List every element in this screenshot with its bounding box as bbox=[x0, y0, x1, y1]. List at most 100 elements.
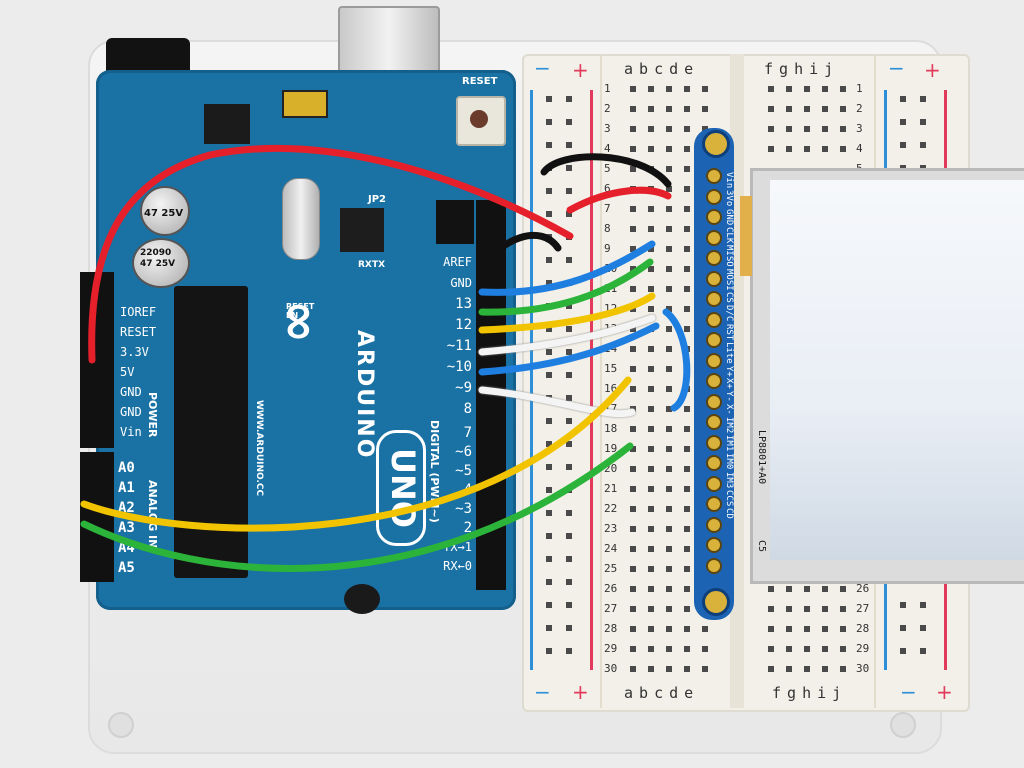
breadboard-hole[interactable] bbox=[920, 96, 926, 102]
breadboard-hole[interactable] bbox=[666, 426, 672, 432]
breadboard-hole[interactable] bbox=[684, 266, 690, 272]
breadboard-hole[interactable] bbox=[546, 96, 552, 102]
breadboard-hole[interactable] bbox=[648, 626, 654, 632]
breadboard-hole[interactable] bbox=[546, 510, 552, 516]
breadboard-hole[interactable] bbox=[804, 126, 810, 132]
breadboard-hole[interactable] bbox=[666, 146, 672, 152]
breadboard-hole[interactable] bbox=[546, 464, 552, 470]
breadboard-hole[interactable] bbox=[840, 626, 846, 632]
breadboard-hole[interactable] bbox=[684, 626, 690, 632]
tft-pin[interactable] bbox=[706, 414, 722, 430]
breadboard-hole[interactable] bbox=[630, 666, 636, 672]
tft-pin[interactable] bbox=[706, 455, 722, 471]
breadboard-hole[interactable] bbox=[648, 646, 654, 652]
breadboard-hole[interactable] bbox=[666, 166, 672, 172]
tft-pin[interactable] bbox=[706, 291, 722, 307]
tft-pin[interactable] bbox=[706, 373, 722, 389]
breadboard-hole[interactable] bbox=[900, 602, 906, 608]
breadboard-hole[interactable] bbox=[786, 606, 792, 612]
breadboard-hole[interactable] bbox=[900, 119, 906, 125]
breadboard-hole[interactable] bbox=[900, 96, 906, 102]
breadboard-hole[interactable] bbox=[684, 326, 690, 332]
breadboard-hole[interactable] bbox=[630, 346, 636, 352]
tft-pin[interactable] bbox=[706, 332, 722, 348]
breadboard-hole[interactable] bbox=[684, 306, 690, 312]
breadboard-hole[interactable] bbox=[684, 226, 690, 232]
breadboard-hole[interactable] bbox=[630, 426, 636, 432]
breadboard-hole[interactable] bbox=[666, 346, 672, 352]
breadboard-hole[interactable] bbox=[648, 586, 654, 592]
breadboard-hole[interactable] bbox=[786, 666, 792, 672]
breadboard-hole[interactable] bbox=[666, 666, 672, 672]
breadboard-hole[interactable] bbox=[822, 666, 828, 672]
breadboard-hole[interactable] bbox=[804, 586, 810, 592]
breadboard-hole[interactable] bbox=[666, 126, 672, 132]
breadboard-hole[interactable] bbox=[546, 441, 552, 447]
breadboard-hole[interactable] bbox=[648, 406, 654, 412]
breadboard-hole[interactable] bbox=[648, 606, 654, 612]
breadboard-hole[interactable] bbox=[786, 646, 792, 652]
breadboard-hole[interactable] bbox=[630, 646, 636, 652]
breadboard-hole[interactable] bbox=[840, 106, 846, 112]
breadboard-hole[interactable] bbox=[900, 625, 906, 631]
breadboard-hole[interactable] bbox=[684, 586, 690, 592]
breadboard-hole[interactable] bbox=[566, 648, 572, 654]
breadboard-hole[interactable] bbox=[702, 626, 708, 632]
breadboard-hole[interactable] bbox=[666, 226, 672, 232]
breadboard-hole[interactable] bbox=[684, 86, 690, 92]
breadboard-hole[interactable] bbox=[840, 606, 846, 612]
breadboard-hole[interactable] bbox=[630, 486, 636, 492]
breadboard-hole[interactable] bbox=[630, 386, 636, 392]
breadboard-hole[interactable] bbox=[920, 625, 926, 631]
breadboard-hole[interactable] bbox=[822, 626, 828, 632]
breadboard-hole[interactable] bbox=[822, 106, 828, 112]
breadboard-hole[interactable] bbox=[666, 446, 672, 452]
breadboard-hole[interactable] bbox=[804, 146, 810, 152]
breadboard-hole[interactable] bbox=[666, 406, 672, 412]
breadboard-hole[interactable] bbox=[666, 286, 672, 292]
breadboard-hole[interactable] bbox=[546, 372, 552, 378]
breadboard-hole[interactable] bbox=[566, 625, 572, 631]
breadboard-hole[interactable] bbox=[630, 266, 636, 272]
breadboard-hole[interactable] bbox=[920, 119, 926, 125]
breadboard-hole[interactable] bbox=[566, 188, 572, 194]
breadboard-hole[interactable] bbox=[566, 257, 572, 263]
breadboard-hole[interactable] bbox=[684, 406, 690, 412]
breadboard-hole[interactable] bbox=[566, 142, 572, 148]
breadboard-hole[interactable] bbox=[648, 126, 654, 132]
breadboard-hole[interactable] bbox=[648, 526, 654, 532]
breadboard-hole[interactable] bbox=[822, 646, 828, 652]
breadboard-hole[interactable] bbox=[566, 464, 572, 470]
breadboard-hole[interactable] bbox=[630, 546, 636, 552]
breadboard-hole[interactable] bbox=[768, 666, 774, 672]
breadboard-hole[interactable] bbox=[804, 646, 810, 652]
breadboard-hole[interactable] bbox=[546, 188, 552, 194]
breadboard-hole[interactable] bbox=[684, 206, 690, 212]
tft-pin[interactable] bbox=[706, 209, 722, 225]
breadboard-hole[interactable] bbox=[822, 586, 828, 592]
breadboard-hole[interactable] bbox=[566, 326, 572, 332]
breadboard-hole[interactable] bbox=[630, 366, 636, 372]
breadboard-hole[interactable] bbox=[822, 86, 828, 92]
breadboard-hole[interactable] bbox=[648, 506, 654, 512]
breadboard-hole[interactable] bbox=[684, 286, 690, 292]
breadboard-hole[interactable] bbox=[648, 226, 654, 232]
tft-pin[interactable] bbox=[706, 229, 722, 246]
breadboard-hole[interactable] bbox=[630, 326, 636, 332]
breadboard-hole[interactable] bbox=[840, 146, 846, 152]
breadboard-hole[interactable] bbox=[768, 106, 774, 112]
breadboard-hole[interactable] bbox=[786, 106, 792, 112]
breadboard-hole[interactable] bbox=[822, 126, 828, 132]
reset-button-cap[interactable] bbox=[470, 110, 488, 128]
breadboard-hole[interactable] bbox=[648, 366, 654, 372]
tft-pin[interactable] bbox=[706, 475, 722, 492]
breadboard-hole[interactable] bbox=[786, 586, 792, 592]
breadboard-hole[interactable] bbox=[840, 126, 846, 132]
breadboard-hole[interactable] bbox=[648, 466, 654, 472]
breadboard-hole[interactable] bbox=[566, 602, 572, 608]
breadboard-hole[interactable] bbox=[566, 211, 572, 217]
tft-pin[interactable] bbox=[706, 250, 722, 266]
breadboard-hole[interactable] bbox=[840, 86, 846, 92]
breadboard-hole[interactable] bbox=[630, 246, 636, 252]
breadboard-hole[interactable] bbox=[648, 566, 654, 572]
